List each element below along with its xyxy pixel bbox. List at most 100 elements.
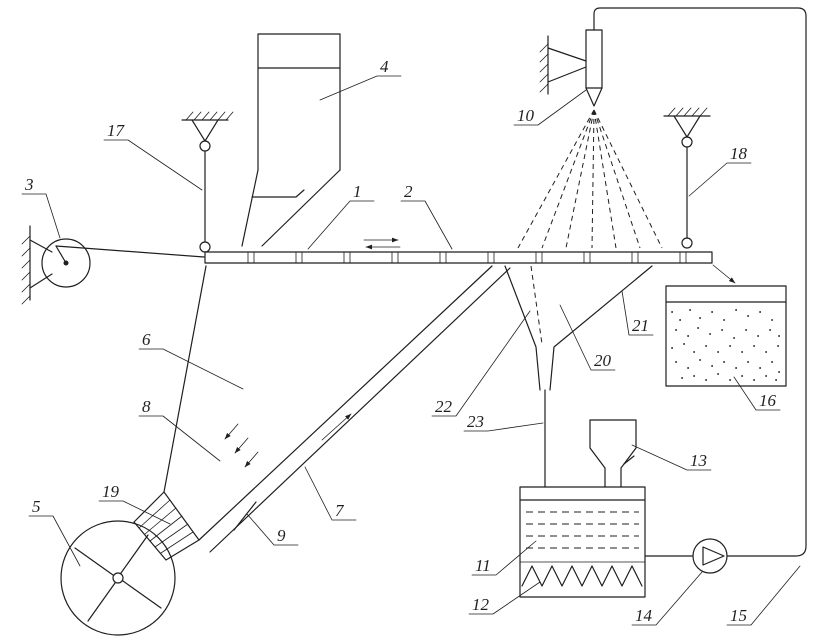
crank-drive [21, 225, 205, 305]
hanger-left [181, 111, 234, 253]
callout-1: 1 [307, 182, 375, 250]
label-4: 4 [380, 57, 389, 76]
callout-6: 6 [138, 330, 244, 390]
damper-flap [233, 501, 257, 531]
leader-line [631, 571, 703, 626]
callout-9: 9 [246, 513, 299, 546]
leader-line [400, 200, 453, 250]
callout-19: 19 [98, 482, 171, 525]
label-21: 21 [632, 316, 649, 335]
callout-18: 18 [688, 144, 752, 197]
air-arrow-1 [224, 423, 239, 440]
air-duct [163, 265, 511, 553]
callout-16: 16 [733, 376, 781, 411]
ceiling-hatch [185, 111, 234, 121]
duct-left-wall [163, 265, 207, 493]
wall-hatch [539, 43, 549, 93]
leader-line [463, 422, 544, 432]
ceiling-hatch [667, 107, 708, 117]
callout-15: 15 [726, 565, 801, 626]
callout-20: 20 [559, 304, 616, 371]
bin-body [665, 285, 787, 387]
gate-valve [251, 189, 305, 198]
callout-14: 14 [631, 571, 703, 626]
leader-line [468, 581, 541, 615]
hanger-right [663, 107, 711, 249]
callout-3: 3 [21, 175, 61, 239]
leader-line [688, 162, 752, 197]
reagent-hopper [589, 419, 637, 488]
screen-deck [204, 251, 713, 264]
collection-funnel [504, 265, 653, 488]
air-arrow-2 [234, 437, 249, 454]
leader-line [103, 139, 203, 191]
label-23: 23 [467, 412, 484, 431]
leader-line [304, 466, 357, 521]
callout-4: 4 [319, 57, 402, 101]
label-22: 22 [435, 397, 453, 416]
hopper-walls [589, 419, 637, 488]
water-stream [530, 265, 543, 345]
label-6: 6 [142, 330, 151, 349]
nozzle-tip [585, 87, 603, 107]
spray-nozzle [539, 29, 603, 107]
leader-line [471, 540, 537, 576]
recirculation-pipe [593, 7, 807, 557]
label-15: 15 [730, 606, 747, 625]
label-1: 1 [353, 182, 362, 201]
callout-13: 13 [631, 444, 712, 471]
leader-line [559, 304, 616, 371]
label-17: 17 [107, 121, 126, 140]
fan [60, 520, 176, 636]
crank-wheel [41, 238, 91, 288]
wall-hatch [21, 235, 31, 305]
hanger-bracket [191, 119, 219, 142]
label-13: 13 [690, 451, 707, 470]
crank-arm [55, 245, 67, 264]
leader-line [631, 444, 712, 471]
callouts: 1 2 3 4 5 6 7 8 [21, 57, 801, 626]
screen-conveyor [204, 237, 713, 264]
pivot-bottom [199, 241, 211, 253]
leader-line [307, 200, 375, 250]
label-2: 2 [404, 182, 413, 201]
flex-connector [133, 491, 200, 561]
callout-10: 10 [513, 89, 587, 126]
callout-12: 12 [468, 581, 541, 615]
fan-hub [112, 572, 124, 584]
callout-5: 5 [28, 497, 81, 567]
fan-blades [74, 534, 162, 622]
chute-wall [209, 267, 511, 553]
label-8: 8 [142, 397, 151, 416]
nozzle-body [585, 29, 603, 89]
pump [692, 538, 728, 574]
leader-line [513, 89, 587, 126]
hanger-bracket [673, 115, 701, 138]
label-7: 7 [335, 501, 345, 520]
leader-line [431, 310, 531, 417]
connecting-rod [55, 245, 205, 258]
spray-jets [517, 109, 663, 249]
air-arrow-3 [244, 451, 259, 468]
bearing-bracket [29, 239, 53, 289]
hopper-funnel [241, 169, 341, 247]
discharge-arrow [712, 264, 736, 284]
connector-hatch [138, 499, 194, 554]
screen-segments [247, 251, 687, 264]
pump-impeller [702, 546, 725, 566]
leader-line [246, 513, 299, 546]
callout-8: 8 [138, 397, 221, 462]
feed-hopper [241, 33, 341, 247]
pump-housing [692, 538, 728, 574]
label-19: 19 [102, 482, 120, 501]
settling-tank [519, 486, 646, 598]
pivot-top [681, 136, 693, 148]
leader-line [138, 348, 244, 390]
callout-17: 17 [103, 121, 203, 191]
callout-7: 7 [304, 466, 357, 521]
label-9: 9 [277, 526, 286, 545]
fan-housing [60, 520, 176, 636]
leader-line [726, 565, 801, 626]
leader-line [21, 193, 61, 239]
